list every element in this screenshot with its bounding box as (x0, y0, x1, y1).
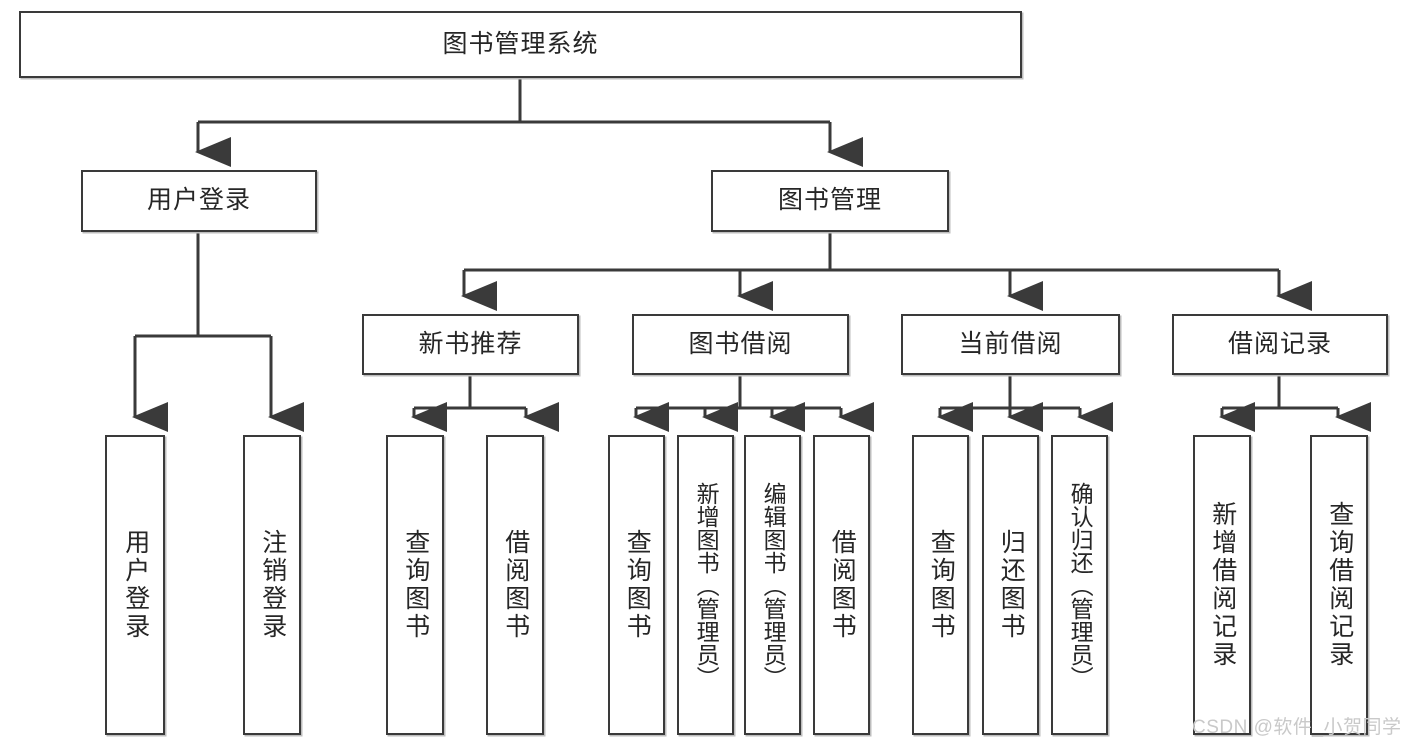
leaf-query-book-current[interactable]: 查询图书 (912, 435, 969, 735)
leaf-edit-book-admin[interactable]: 编辑图书（管理员） (744, 435, 801, 735)
node-root-book-management-system[interactable]: 图书管理系统 (19, 11, 1022, 78)
node-label: 确认归还（管理员） (1067, 481, 1094, 689)
node-label: 用户登录 (121, 529, 150, 641)
leaf-query-book-recommend[interactable]: 查询图书 (386, 435, 444, 735)
leaf-add-book-admin[interactable]: 新增图书（管理员） (677, 435, 734, 735)
node-borrow-record[interactable]: 借阅记录 (1172, 314, 1388, 375)
node-book-management[interactable]: 图书管理 (711, 170, 949, 232)
node-book-borrow[interactable]: 图书借阅 (632, 314, 849, 375)
leaf-return-book[interactable]: 归还图书 (982, 435, 1039, 735)
node-label: 用户登录 (146, 186, 251, 215)
node-user-login[interactable]: 用户登录 (81, 170, 317, 232)
node-label: 新增图书（管理员） (693, 481, 720, 689)
node-new-book-recommend[interactable]: 新书推荐 (362, 314, 579, 375)
node-label: 新增借阅记录 (1208, 501, 1237, 669)
leaf-query-book-borrow[interactable]: 查询图书 (608, 435, 665, 735)
node-label: 图书管理 (777, 186, 882, 215)
node-label: 图书管理系统 (442, 29, 599, 58)
node-label: 借阅记录 (1227, 329, 1332, 358)
node-label: 查询图书 (401, 529, 430, 641)
node-label: 查询借阅记录 (1325, 501, 1354, 669)
node-label: 归还图书 (997, 529, 1026, 641)
node-label: 编辑图书（管理员） (760, 481, 787, 689)
leaf-borrow-book[interactable]: 借阅图书 (813, 435, 870, 735)
leaf-user-login[interactable]: 用户登录 (105, 435, 165, 735)
leaf-logout-login[interactable]: 注销登录 (243, 435, 301, 735)
node-label: 注销登录 (258, 529, 287, 641)
node-label: 查询图书 (927, 529, 956, 641)
node-label: 图书借阅 (688, 329, 793, 358)
leaf-add-borrow-record[interactable]: 新增借阅记录 (1193, 435, 1251, 735)
csdn-watermark: CSDN @软件_小贺同学 (1192, 717, 1402, 738)
leaf-query-borrow-record[interactable]: 查询借阅记录 (1310, 435, 1368, 735)
leaf-confirm-return-admin[interactable]: 确认归还（管理员） (1051, 435, 1108, 735)
node-label: 借阅图书 (828, 529, 857, 641)
leaf-borrow-book-recommend[interactable]: 借阅图书 (486, 435, 544, 735)
node-label: 借阅图书 (501, 529, 530, 641)
node-current-borrow[interactable]: 当前借阅 (901, 314, 1120, 375)
node-label: 查询图书 (623, 529, 652, 641)
node-label: 新书推荐 (418, 329, 523, 358)
node-label: 当前借阅 (958, 329, 1063, 358)
